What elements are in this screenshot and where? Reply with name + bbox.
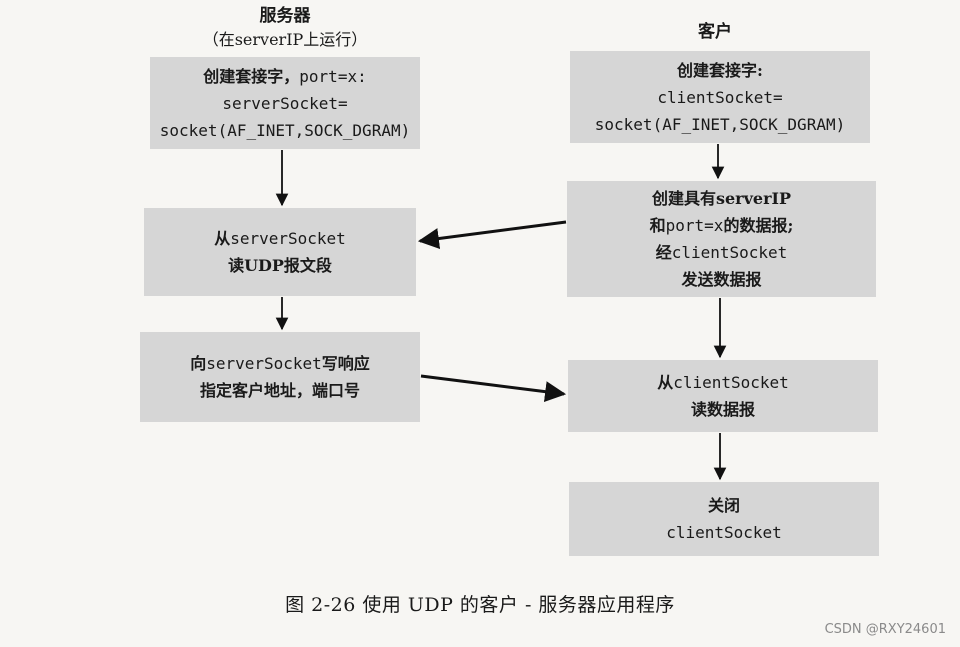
client-read-socket: clientSocket bbox=[673, 373, 789, 392]
arrow-client-send-to-server-read bbox=[417, 220, 567, 249]
client-send-socket: clientSocket bbox=[671, 243, 788, 262]
client-send-datagram: 的数据报; bbox=[723, 216, 794, 235]
client-send-port: port=x bbox=[665, 216, 724, 235]
server-header: 服务器 （在serverIP上运行） bbox=[190, 4, 380, 52]
client-read-box: 从clientSocket 读数据报 bbox=[568, 360, 878, 432]
server-write-box: 向serverSocket写响应 指定客户地址，端口号 bbox=[140, 332, 420, 422]
server-create-label: 创建套接字， bbox=[203, 66, 300, 86]
client-close-label: 关闭 bbox=[707, 496, 740, 515]
server-read-box: 从serverSocket 读UDP报文段 bbox=[144, 208, 416, 296]
server-create-port: port=x: bbox=[299, 66, 367, 86]
server-write-address: 指定客户地址，端口号 bbox=[199, 381, 360, 400]
client-read-from: 从 bbox=[657, 373, 674, 392]
client-create-label: 创建套接字: bbox=[677, 60, 763, 80]
client-close-socket: clientSocket bbox=[666, 523, 782, 542]
server-write-socket: serverSocket bbox=[206, 354, 322, 373]
server-socket-assign: serverSocket= bbox=[222, 93, 348, 113]
client-send-l1: 创建具有serverIP bbox=[651, 189, 792, 208]
client-send-and: 和 bbox=[649, 216, 666, 235]
client-socket-call: socket(AF_INET,SOCK_DGRAM) bbox=[594, 114, 846, 134]
server-read-label: 读UDP报文段 bbox=[228, 256, 332, 275]
client-header: 客户 bbox=[660, 20, 770, 44]
server-read-from: 从 bbox=[214, 229, 231, 248]
watermark: CSDN @RXY24601 bbox=[824, 622, 946, 637]
client-read-label: 读数据报 bbox=[690, 400, 755, 419]
server-socket-call: socket(AF_INET,SOCK_DGRAM) bbox=[159, 120, 411, 140]
client-title: 客户 bbox=[698, 22, 732, 42]
server-write-tail: 写响应 bbox=[321, 354, 370, 373]
server-title: 服务器 bbox=[259, 6, 311, 26]
arrow-server-write-to-client-read bbox=[420, 374, 567, 403]
server-create-socket-box: 创建套接字，port=x: serverSocket= socket(AF_IN… bbox=[150, 57, 420, 149]
client-socket-assign: clientSocket= bbox=[657, 87, 783, 107]
server-read-socket: serverSocket bbox=[230, 229, 346, 248]
server-write-to: 向 bbox=[190, 354, 207, 373]
client-send-l4: 发送数据报 bbox=[681, 270, 762, 289]
client-send-via: 经 bbox=[655, 243, 672, 262]
figure-caption: 图 2-26 使用 UDP 的客户 - 服务器应用程序 bbox=[285, 594, 675, 616]
server-subtitle: （在serverIP上运行） bbox=[202, 30, 368, 49]
client-close-box: 关闭 clientSocket bbox=[569, 482, 879, 556]
client-send-box: 创建具有serverIP 和port=x的数据报; 经clientSocket … bbox=[567, 181, 876, 297]
client-create-socket-box: 创建套接字: clientSocket= socket(AF_INET,SOCK… bbox=[570, 51, 870, 143]
